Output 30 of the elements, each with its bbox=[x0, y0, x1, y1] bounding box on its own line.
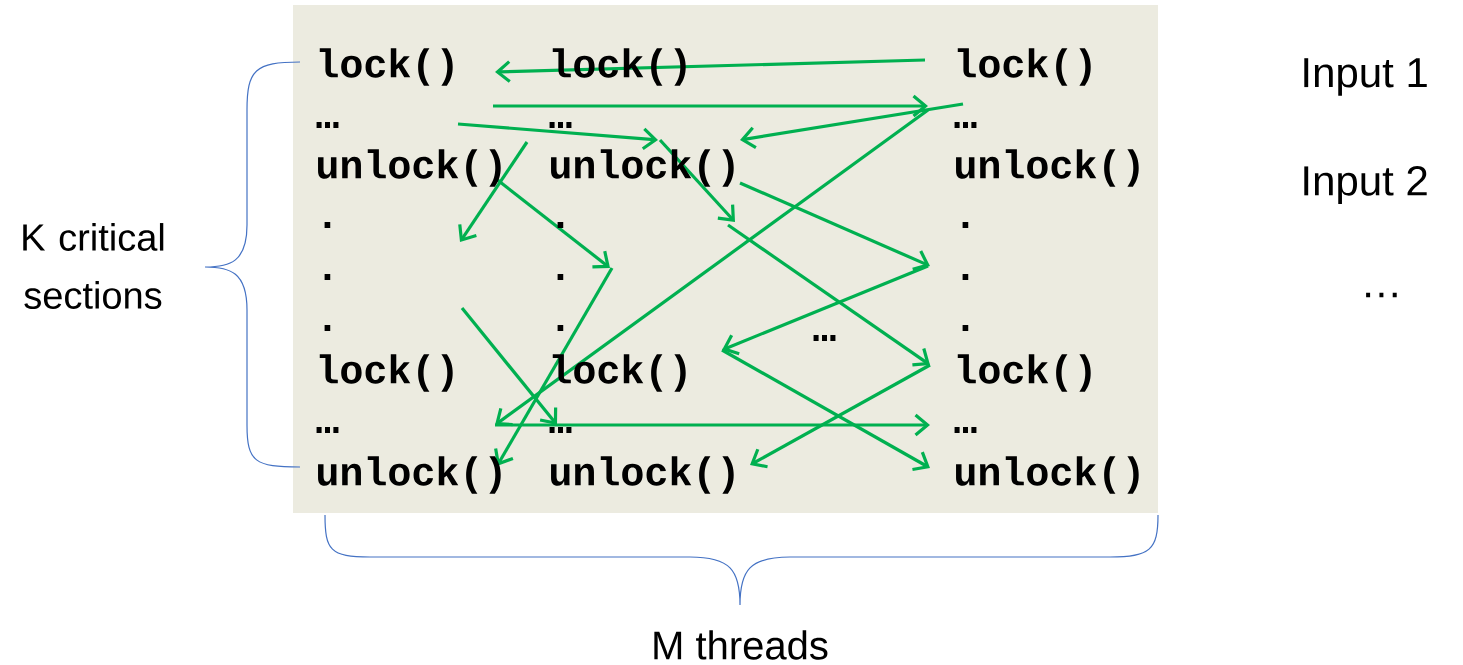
code-line: … bbox=[549, 427, 572, 433]
code-line: lock() bbox=[319, 48, 453, 86]
input-label: Input 2 bbox=[1304, 166, 1427, 205]
section-label: K critical sections bbox=[23, 223, 164, 309]
code-line: lock() bbox=[957, 48, 1091, 86]
code-line: . bbox=[324, 325, 331, 331]
code-line: . bbox=[557, 222, 564, 228]
input-label: Input 1 bbox=[1304, 58, 1427, 96]
code-line: . bbox=[962, 325, 969, 331]
code-line: . bbox=[557, 325, 564, 331]
code-line: . bbox=[324, 274, 331, 280]
thread-label: M threads bbox=[654, 630, 828, 660]
code-line: . bbox=[324, 222, 331, 228]
code-line: unlock() bbox=[956, 149, 1139, 187]
code-line: … bbox=[954, 427, 977, 433]
code-line: . bbox=[962, 274, 969, 280]
code-line: … bbox=[813, 335, 836, 341]
input-label: … bbox=[1366, 292, 1397, 298]
code-line: . bbox=[557, 274, 564, 280]
code-line: unlock() bbox=[956, 456, 1139, 494]
code-line: … bbox=[316, 122, 339, 128]
code-line: . bbox=[962, 222, 969, 228]
code-line: … bbox=[549, 122, 572, 128]
code-line: lock() bbox=[957, 354, 1091, 392]
code-line: unlock() bbox=[318, 456, 501, 494]
code-line: … bbox=[954, 122, 977, 128]
code-line: lock() bbox=[319, 354, 453, 392]
code-line: unlock() bbox=[551, 456, 734, 494]
code-line: unlock() bbox=[318, 149, 501, 187]
code-line: … bbox=[316, 427, 339, 433]
